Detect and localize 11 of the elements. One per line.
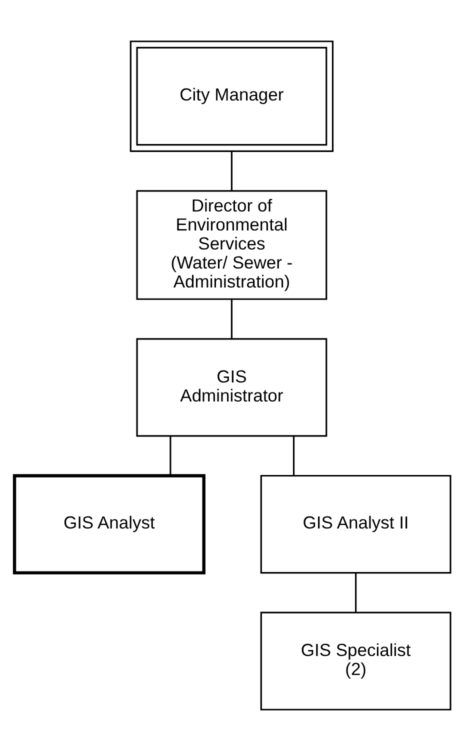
- node-box: GIS Administrator: [136, 338, 328, 436]
- node-box: GIS Analyst II: [260, 474, 452, 574]
- connector: [292, 436, 295, 475]
- node-box: GIS Analyst: [12, 474, 206, 574]
- node-box: Director of Environmental Services (Water/ Sewer - Administration): [136, 190, 328, 300]
- connector: [230, 298, 232, 338]
- node-box: City Manager: [130, 40, 334, 152]
- node-box: GIS Specialist (2): [260, 611, 452, 710]
- connector: [230, 150, 232, 190]
- connector: [355, 572, 357, 612]
- connector: [170, 436, 172, 475]
